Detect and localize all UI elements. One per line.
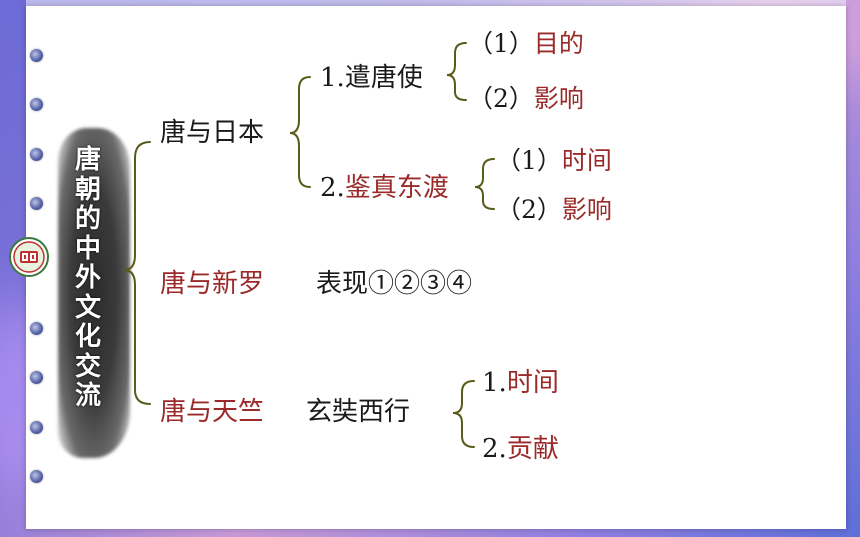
sub-number: （1） [496, 146, 562, 175]
item-number: 2. [320, 173, 345, 203]
sub-label: 影响 [561, 195, 612, 224]
xuanzang-detail: 玄奘西行 [306, 397, 411, 427]
binder-hole [30, 322, 43, 335]
india-item-time: 1.时间 [482, 368, 559, 398]
item-number: 2. [482, 434, 507, 464]
sub-number: （1） [468, 29, 534, 58]
vertical-title: 唐朝的中外文化交流 [74, 145, 101, 411]
sub-label: 目的 [533, 29, 584, 58]
notebook-paper [26, 6, 846, 529]
binder-hole [30, 98, 43, 111]
binder-hole [30, 371, 43, 384]
item-label: 时间 [506, 368, 559, 398]
india-item-contribution: 2.贡献 [482, 434, 559, 464]
paper-top-edge [26, 0, 846, 6]
item-label: 遣唐使 [344, 63, 423, 93]
sub-influence: （2）影响 [468, 84, 584, 114]
binder-hole [30, 148, 43, 161]
sub-label: 影响 [533, 84, 584, 113]
binder-hole [30, 49, 43, 62]
ink-brush-background [58, 128, 130, 458]
branch-silla: 唐与新罗 [160, 269, 265, 299]
item-jianzhen: 2.鉴真东渡 [320, 173, 449, 203]
branch-japan: 唐与日本 [160, 118, 265, 148]
school-badge-icon [9, 237, 49, 277]
binder-hole [30, 197, 43, 210]
sub-influence-2: （2）影响 [496, 195, 612, 225]
sub-purpose: （1）目的 [468, 29, 584, 59]
item-number: 1. [320, 63, 345, 93]
sub-number: （2） [496, 195, 562, 224]
binder-hole [30, 421, 43, 434]
binder-hole [30, 470, 43, 483]
sub-label: 时间 [561, 146, 612, 175]
silla-detail: 表现①②③④ [316, 269, 473, 299]
item-number: 1. [482, 368, 507, 398]
item-label: 贡献 [506, 434, 559, 464]
item-envoy: 1.遣唐使 [320, 63, 423, 93]
sub-number: （2） [468, 84, 534, 113]
item-label: 鉴真东渡 [344, 173, 449, 203]
branch-india: 唐与天竺 [160, 397, 265, 427]
sub-time: （1）时间 [496, 146, 612, 176]
